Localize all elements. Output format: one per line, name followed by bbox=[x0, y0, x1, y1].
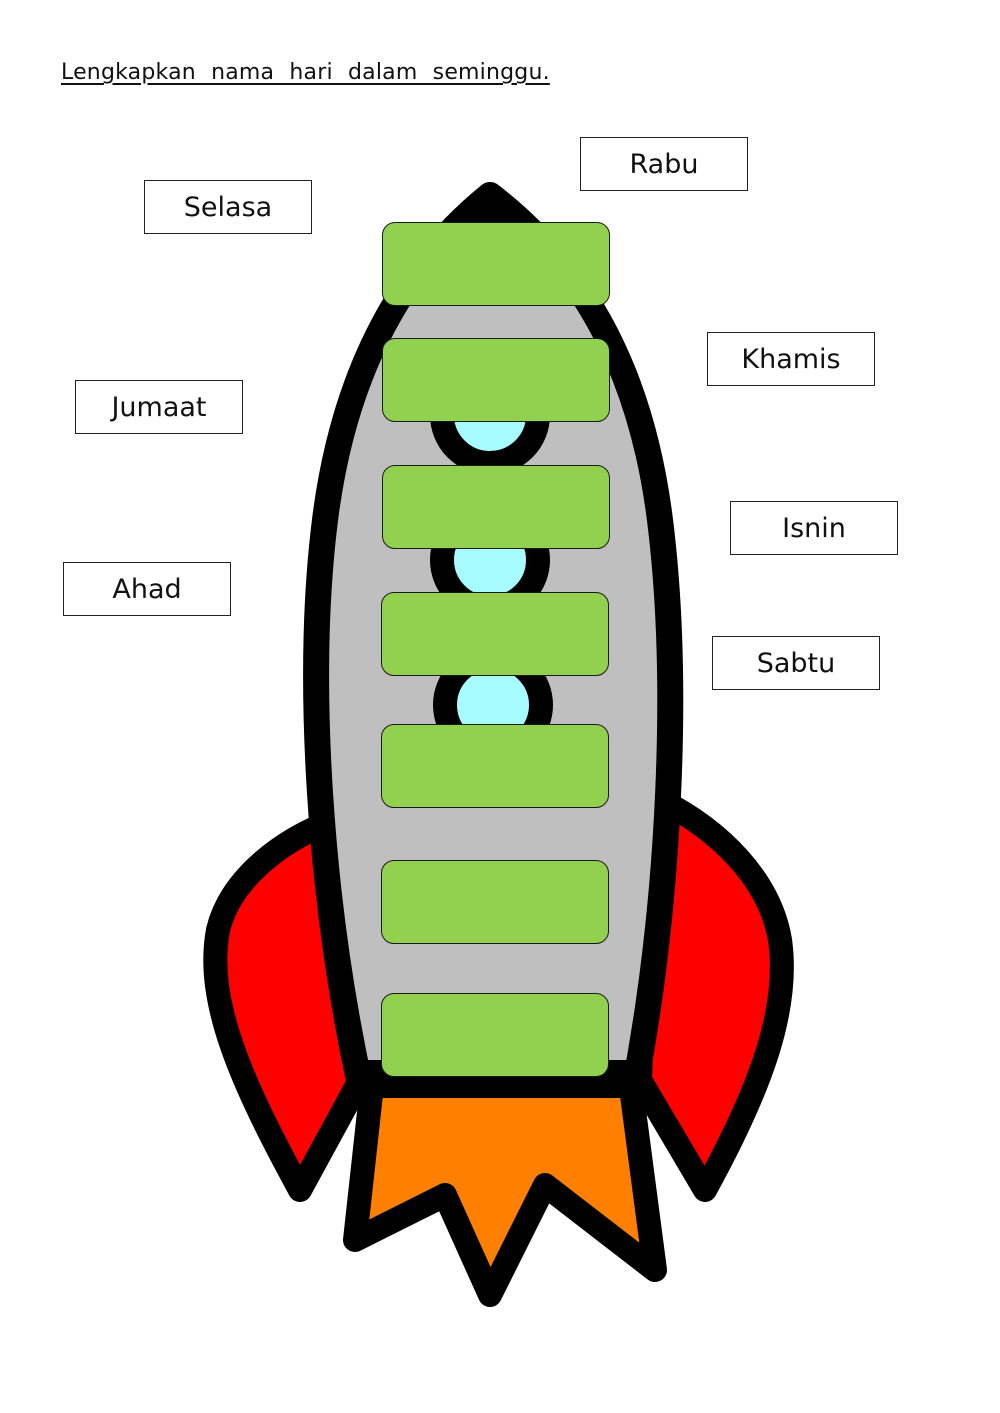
instruction-title: Lengkapkan nama hari dalam seminggu. bbox=[61, 60, 550, 85]
answer-slot-6[interactable] bbox=[381, 860, 609, 944]
word-card-isnin[interactable]: Isnin bbox=[730, 501, 898, 555]
rocket-windows bbox=[430, 355, 553, 765]
word-card-khamis[interactable]: Khamis bbox=[707, 332, 875, 386]
answer-slot-1[interactable] bbox=[382, 222, 610, 306]
right-fin bbox=[628, 788, 794, 1202]
word-card-selasa[interactable]: Selasa bbox=[144, 180, 312, 234]
answer-slot-4[interactable] bbox=[381, 592, 609, 676]
word-card-rabu[interactable]: Rabu bbox=[580, 137, 748, 191]
answer-slot-2[interactable] bbox=[382, 338, 610, 422]
word-card-sabtu[interactable]: Sabtu bbox=[712, 636, 880, 690]
answer-slot-3[interactable] bbox=[382, 465, 610, 549]
nose-tip bbox=[455, 185, 525, 222]
answer-slot-7[interactable] bbox=[381, 993, 609, 1077]
flame bbox=[343, 1068, 667, 1307]
word-card-jumaat[interactable]: Jumaat bbox=[75, 380, 243, 434]
answer-slot-5[interactable] bbox=[381, 724, 609, 808]
word-card-ahad[interactable]: Ahad bbox=[63, 562, 231, 616]
